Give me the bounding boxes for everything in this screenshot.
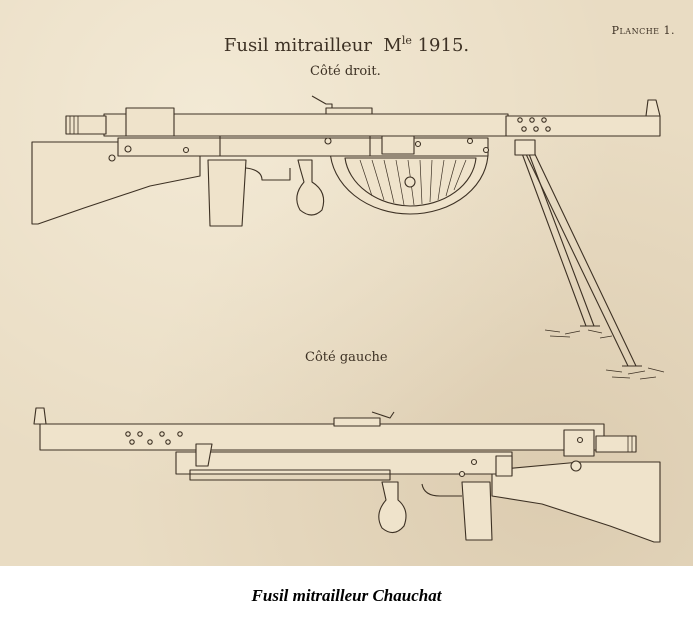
- figure-caption: Fusil mitrailleur Chauchat: [251, 586, 442, 605]
- front-grip: [296, 159, 325, 216]
- trigger-grip: [207, 159, 247, 227]
- bipod: [514, 139, 642, 367]
- gun-right-side-view: [31, 95, 665, 380]
- gun-left-side-view: [33, 407, 661, 543]
- plate-title: Fusil mitrailleur Mle 1915.: [0, 34, 693, 56]
- drum-magazine: [329, 149, 489, 215]
- trigger-grip: [461, 481, 493, 541]
- title-main: Fusil mitrailleur: [223, 35, 372, 56]
- engraving-plate: Fusil mitrailleur Mle 1915. Planche 1. C…: [0, 0, 693, 566]
- right-side-label: Côté droit.: [310, 64, 381, 79]
- gun-drawings: [31, 95, 665, 543]
- title-model: M: [383, 35, 402, 56]
- ground-hatching: [544, 329, 665, 380]
- stock: [491, 461, 661, 543]
- title-model-sup: le: [401, 34, 412, 47]
- plate-number: Planche 1.: [611, 24, 675, 37]
- front-grip: [378, 481, 407, 534]
- title-year: 1915.: [417, 35, 470, 56]
- left-side-label: Côté gauche: [305, 350, 388, 365]
